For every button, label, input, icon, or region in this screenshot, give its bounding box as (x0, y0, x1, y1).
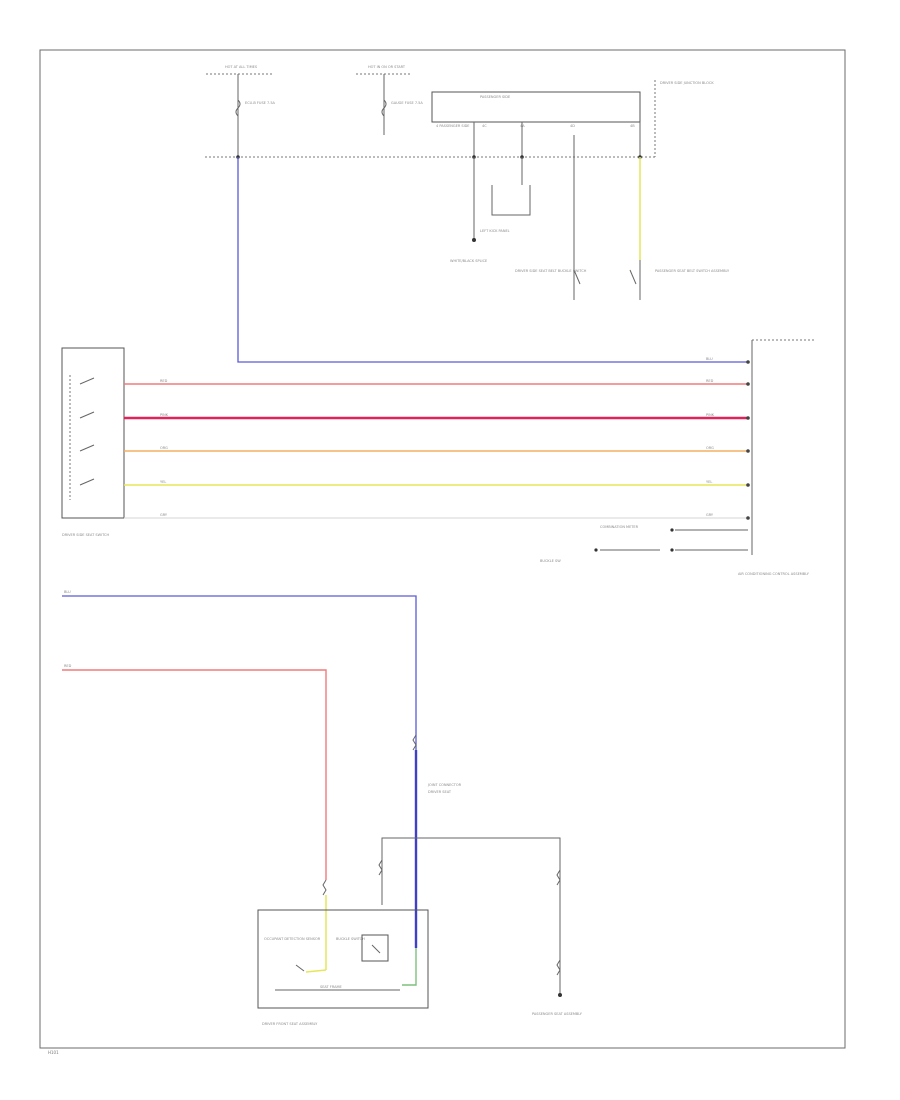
switch-contact-2 (79, 411, 95, 419)
sensor-label-center: DRIVER SIDE SEAT BELT BUCKLE SWITCH (515, 269, 587, 273)
wire-label-yellow: YEL (160, 480, 166, 484)
splice-label: LEFT KICK PANEL (480, 229, 510, 233)
joint-connector-sub: DRIVER SEAT (428, 790, 452, 794)
connector-input-node-1 (670, 528, 674, 532)
diagram-frame (39, 49, 846, 1049)
green-internal-wire (402, 948, 417, 986)
connector-title: AIR CONDITIONING CONTROL ASSEMBLY (738, 572, 810, 576)
gray-wire-connector-2 (556, 959, 561, 976)
gray-lower-wire (381, 837, 561, 995)
fuse-label-left: ECU-B FUSE 7.5A (245, 101, 276, 105)
sensor-label-right: PASSENGER SEAT BELT SWITCH ASSEMBLY (655, 269, 730, 273)
wire-label-orange: ORG (160, 446, 168, 450)
bottom-left-label-blue: BLU (64, 590, 71, 594)
switch-contact-3 (79, 444, 95, 452)
upper-branch-wires: WHITE/BLACK SPLICE LEFT KICK PANEL DRIVE… (450, 157, 730, 300)
connector-pin-3 (746, 416, 750, 420)
bottom-left-label-red: RED (64, 664, 72, 668)
wire-label-gray: GRY (160, 513, 168, 517)
ground-node-left (472, 238, 476, 242)
fuse-symbol-left (235, 99, 241, 117)
buckle-switch-contact (371, 944, 381, 954)
lower-wires: BLU RED JOINT CONNECTOR DRIVER SEAT PASS… (62, 590, 583, 1016)
switch-contact-4 (79, 478, 95, 486)
jb-pin-4: 4D (570, 124, 575, 128)
occupant-yellow-link (305, 969, 327, 973)
joint-connector-label: JOINT CONNECTOR (427, 783, 462, 787)
gray-wire-connector-3 (378, 859, 383, 876)
connector-right-label-2: BUCKLE SW (540, 559, 561, 563)
connector-pin-6 (746, 516, 750, 520)
occupant-switch-contact (295, 964, 305, 972)
junction-inner-box (431, 91, 641, 123)
buckle-switch-body (361, 934, 389, 962)
page-reference: H101 (48, 1050, 59, 1055)
connector-wire-label-4: ORG (706, 446, 714, 450)
connector-wire-label-2: RED (706, 379, 714, 383)
right-connector: BLU RED PINK ORG YEL GRY COMBINATION MET… (540, 339, 815, 576)
occupant-box-frame (257, 909, 429, 1009)
blue-wire-connector (412, 734, 417, 751)
seat-switch-title: DRIVER SIDE SEAT SWITCH (62, 533, 109, 537)
gray-wire-end-node (558, 993, 562, 997)
connector-pin-4 (746, 449, 750, 453)
wire-label-pink: PINK (160, 413, 169, 417)
connector-right-label-1: COMBINATION METER (600, 525, 639, 529)
jb-pin-5: 4B (630, 124, 635, 128)
occupant-box: OCCUPANT DETECTION SENSOR BUCKLE SWITCH … (257, 909, 429, 1026)
seat-switch-box (61, 347, 125, 519)
blue-supply-wire (237, 157, 748, 363)
junction-inner-header: PASSENGER SIDE (480, 95, 510, 99)
switch-contact-right (629, 269, 637, 285)
supply-label-mid: HOT IN ON OR START (368, 65, 406, 69)
fuse-area: HOT AT ALL TIMES HOT IN ON OR START ECU-… (205, 65, 714, 159)
jb-pin-1: 4 PASSENGER SIDE (436, 124, 470, 128)
ground-label-left: WHITE/BLACK SPLICE (450, 259, 487, 263)
connector-wire-label-3: PINK (706, 413, 715, 417)
gray-wire-connector-1 (556, 869, 561, 886)
horizontal-wires: RED PINK ORG YEL GRY (124, 379, 748, 519)
connector-input-node-2 (670, 548, 674, 552)
fuse-symbol-mid (381, 99, 387, 117)
red-lower-wire (62, 669, 327, 880)
bottom-right-label: PASSENGER SEAT ASSEMBLY (532, 1012, 583, 1016)
switch-contacts (79, 377, 95, 486)
supply-label-left: HOT AT ALL TIMES (225, 65, 258, 69)
jb-pin-3: 4A (520, 124, 525, 128)
jb-pin-2: 4C (482, 124, 487, 128)
occupant-box-bottom-tag: SEAT FRAME (320, 985, 342, 989)
seat-switch: DRIVER SIDE SEAT SWITCH (61, 347, 125, 537)
red-wire-connector (322, 879, 327, 896)
connector-wire-label-6: GRY (706, 513, 714, 517)
blue-lower-wire (62, 595, 417, 750)
occupant-box-inner-right: BUCKLE SWITCH (336, 937, 365, 941)
switch-contact-1 (79, 377, 95, 385)
switch-contact-left (573, 269, 581, 285)
splice-bracket (491, 185, 531, 216)
occupant-box-inner-left: OCCUPANT DETECTION SENSOR (264, 937, 321, 941)
connector-wire-label-5: YEL (706, 480, 712, 484)
junction-block-label: DRIVER SIDE JUNCTION BLOCK (660, 81, 714, 85)
connector-pin-1 (746, 360, 750, 364)
fuse-label-mid: GAUGE FUSE 7.5A (391, 101, 423, 105)
connector-pin-5 (746, 483, 750, 487)
connector-wire-label-1: BLU (706, 357, 713, 361)
connector-input-node-3 (594, 548, 598, 552)
connector-pin-2 (746, 382, 750, 386)
wire-label-red: RED (160, 379, 168, 383)
occupant-box-title: DRIVER FRONT SEAT ASSEMBLY (262, 1022, 318, 1026)
